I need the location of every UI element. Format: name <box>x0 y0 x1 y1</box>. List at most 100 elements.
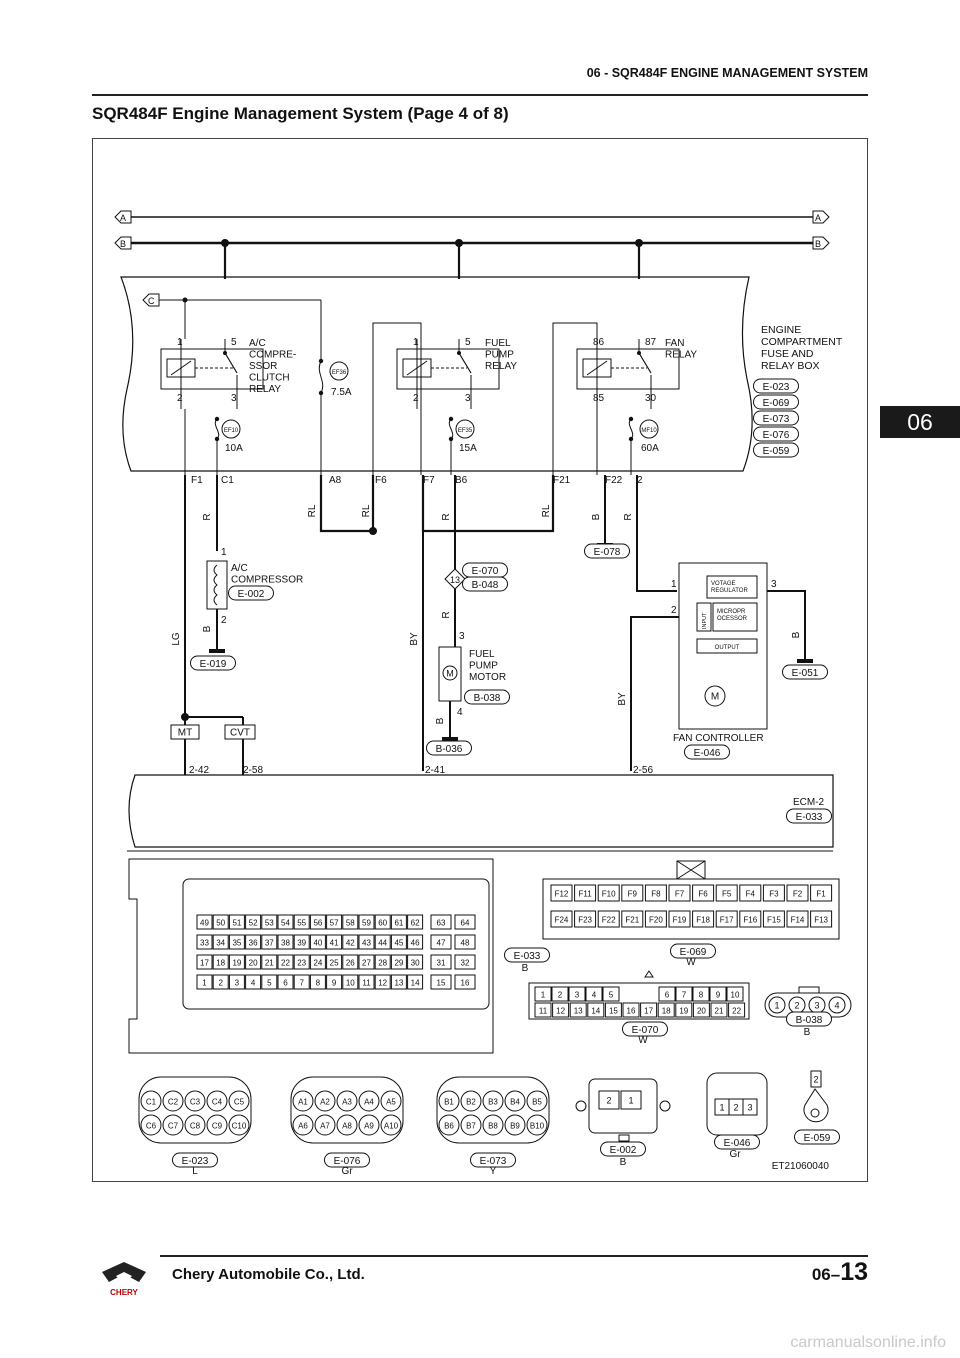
e033-pin-42-label: 42 <box>346 939 355 948</box>
section-header: 06 - SQR484F ENGINE MANAGEMENT SYSTEM <box>586 66 868 80</box>
e073-pin-B4-label: B4 <box>510 1098 520 1107</box>
e033-pin-10-label: 10 <box>346 979 355 988</box>
fuse-box-connector-E-023 <box>753 378 799 394</box>
e023-pin-C9 <box>206 1114 228 1136</box>
e069-pin-F7-label: F7 <box>675 890 685 899</box>
e033-tag <box>504 947 550 963</box>
fuse-box-connector-E-076-label: E-076 <box>763 430 790 441</box>
ground-e078-tag-label: E-078 <box>594 547 621 558</box>
fan-controller-connector-tag <box>684 744 730 760</box>
fan-microprocessor <box>712 602 758 632</box>
e073-pin-B4 <box>504 1090 526 1112</box>
e033-pin-34-label: 34 <box>216 939 225 948</box>
fuel-pump-connector-tag <box>464 689 510 705</box>
relay-0-pin1: 1 <box>177 337 183 348</box>
relay-1-coil-loop <box>372 322 422 475</box>
e070-pin-21-label: 21 <box>715 1007 724 1016</box>
e076-pin-A5-label: A5 <box>386 1098 396 1107</box>
e033-pin-40-label: 40 <box>313 939 322 948</box>
e033-pin-23-label: 23 <box>297 959 306 968</box>
e070-pin-7 <box>675 986 693 1002</box>
e069-pin-F3 <box>762 884 785 902</box>
e033-pin-16 <box>454 974 476 990</box>
b038-tag <box>786 1011 832 1027</box>
box-pin-F22: F22 <box>605 475 623 486</box>
e070-pin-17-label: 17 <box>644 1007 653 1016</box>
bus-a-end-label: A <box>815 213 821 223</box>
e076-pin-A2 <box>314 1090 336 1112</box>
e033-pin-32 <box>454 954 476 970</box>
b038-pin-3-label: 3 <box>814 1001 819 1011</box>
e073-pin-B9-label: B9 <box>510 1122 520 1131</box>
e070-color: W <box>638 1035 648 1046</box>
e033-tag-label: E-033 <box>514 951 541 962</box>
e033-pin-38-label: 38 <box>281 939 290 948</box>
e033-pin-23 <box>293 954 310 970</box>
e076-pin-A10-label: A10 <box>384 1122 399 1131</box>
e033-pin-16-label: 16 <box>461 979 470 988</box>
page-title: SQR484F Engine Management System (Page 4… <box>92 104 509 123</box>
e033-pin-24 <box>309 954 326 970</box>
e033-pin-47-label: 47 <box>437 939 446 948</box>
e033-pin-4 <box>245 974 262 990</box>
fuse-EF10 <box>214 418 220 440</box>
section-tab[interactable]: 06 <box>880 406 960 438</box>
ecm-pin-2-41: 2-41 <box>425 765 445 776</box>
e002-latch <box>618 1134 630 1142</box>
e033-pin-33-label: 33 <box>200 939 209 948</box>
e033-pin-14 <box>407 974 424 990</box>
b038-pin-2-label: 2 <box>794 1001 799 1011</box>
ecm-connector-tag-label: E-033 <box>796 812 823 823</box>
relay-0-box <box>160 348 264 390</box>
e033-pin-50 <box>212 914 229 930</box>
footer-rule <box>160 1255 868 1257</box>
e033-pin-43 <box>358 934 375 950</box>
e070-pin-14-label: 14 <box>591 1007 600 1016</box>
relay-2-pin2: 87 <box>645 337 657 348</box>
e033-pin-9 <box>326 974 343 990</box>
ac-compressor-connector-tag <box>228 585 274 601</box>
e033-pin-7-label: 7 <box>299 979 304 988</box>
e069-pin-F8 <box>644 884 667 902</box>
e033-pin-45 <box>390 934 407 950</box>
e033-pin-64 <box>454 914 476 930</box>
e070-pin-22 <box>728 1002 746 1018</box>
ground-e019-tag-label: E-019 <box>200 659 227 670</box>
e076-pin-A10 <box>380 1114 402 1136</box>
e033-pin-13 <box>390 974 407 990</box>
e070-pin-1 <box>534 986 552 1002</box>
e070-pin-13 <box>569 1002 587 1018</box>
relay-2-pin1: 86 <box>593 337 605 348</box>
wire-r-fan <box>636 475 677 592</box>
e033-pin-59 <box>358 914 375 930</box>
e069-pin-F2-label: F2 <box>793 890 803 899</box>
e033-pin-19-label: 19 <box>232 959 241 968</box>
b038-pin-1-label: 1 <box>774 1001 779 1011</box>
e046-pin-3 <box>742 1098 758 1116</box>
e002-ear-left <box>575 1100 587 1112</box>
e023-pin-C5 <box>228 1090 250 1112</box>
e033-pin-46 <box>407 934 424 950</box>
b038-pin-1 <box>768 996 786 1014</box>
relay-0-pin3: 2 <box>177 393 183 404</box>
e069-pin-F11-label: F11 <box>578 890 592 899</box>
b038-pin-4-label: 4 <box>834 1001 839 1011</box>
wire-color-r-fan: R <box>623 513 634 520</box>
e070-pin-11 <box>534 1002 552 1018</box>
fuse-box-connector-E-059 <box>753 442 799 458</box>
e033-color: B <box>522 963 529 974</box>
e002-ear-right <box>659 1100 671 1112</box>
e073-pin-B2-label: B2 <box>466 1098 476 1107</box>
e076-pin-A8-label: A8 <box>342 1122 352 1131</box>
watermark: carmanualsonline.info <box>790 1334 946 1351</box>
e070-pin-16-label: 16 <box>627 1007 636 1016</box>
e033-pin-59-label: 59 <box>362 919 371 928</box>
e069-pin-F17-label: F17 <box>720 916 734 925</box>
fan-output-label: OUTPUT <box>715 645 740 651</box>
b038-color: B <box>804 1027 811 1038</box>
fuse-MF10 <box>628 418 634 440</box>
e033-pin-56-label: 56 <box>313 919 322 928</box>
